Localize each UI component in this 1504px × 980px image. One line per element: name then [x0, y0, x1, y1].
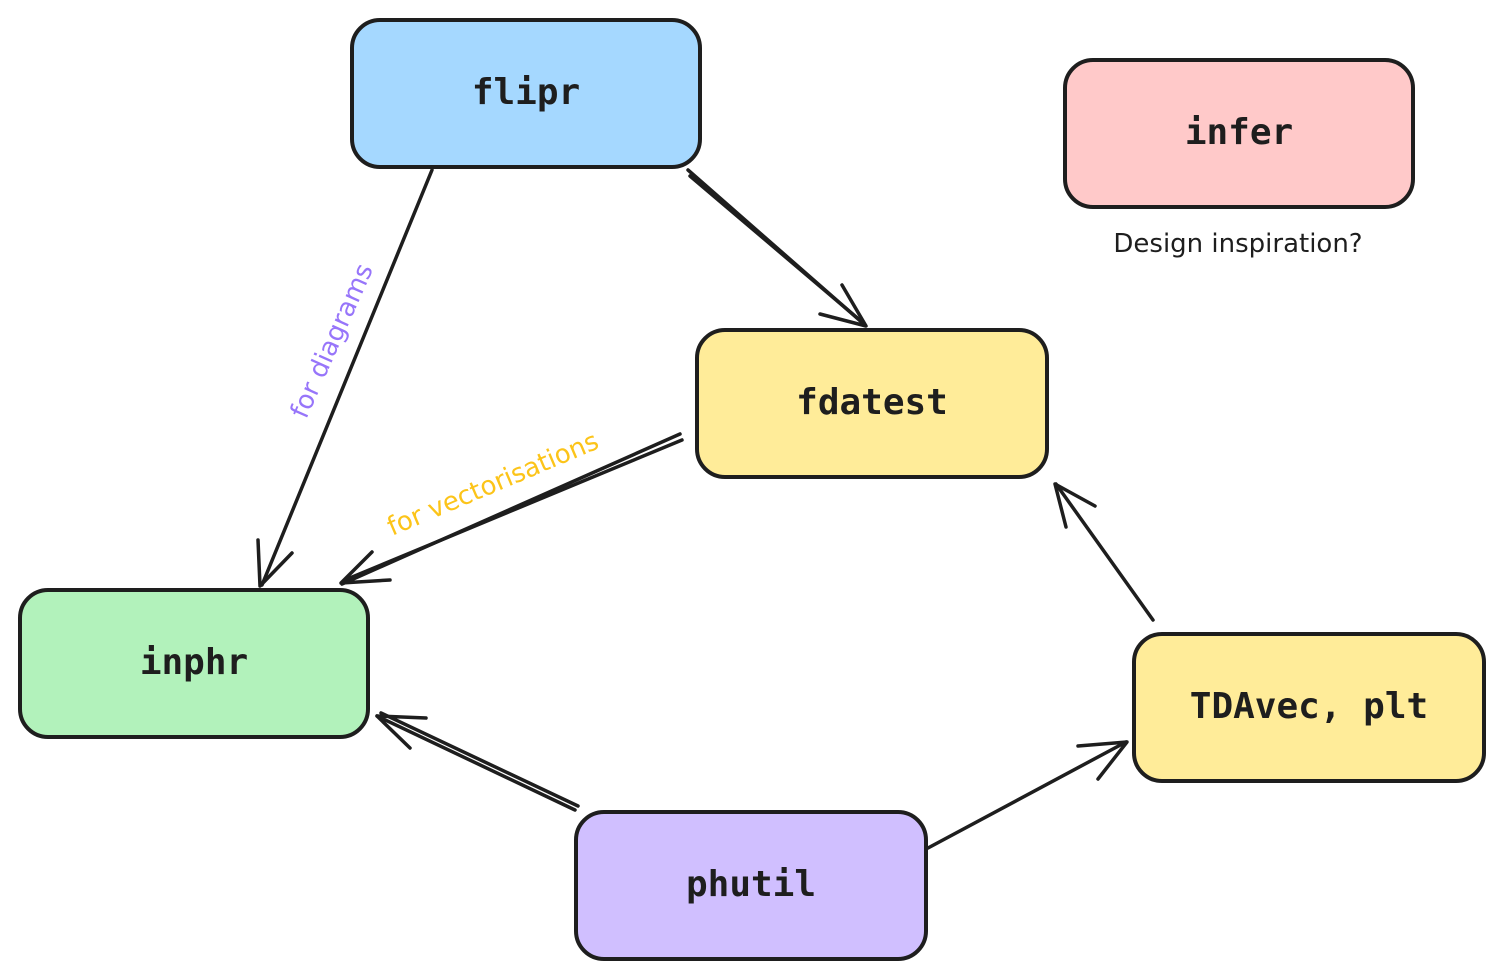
node-fdatest[interactable]: fdatest — [695, 328, 1049, 479]
node-label: fdatest — [796, 382, 948, 423]
edge-tdavec-to-fdatest — [1053, 482, 1155, 622]
node-label: inphr — [140, 642, 248, 683]
node-box — [350, 18, 702, 169]
edge-phutil-to-tdavec — [926, 740, 1129, 850]
node-inphr[interactable]: inphr — [18, 588, 370, 739]
edge-phutil-to-inphr — [375, 711, 580, 812]
node-tdavec-plt[interactable]: TDAvec, plt — [1132, 632, 1486, 783]
edge-fdatest-to-inphr — [339, 432, 684, 586]
node-label: infer — [1185, 112, 1293, 153]
node-label: phutil — [686, 864, 816, 905]
node-infer[interactable]: infer — [1063, 58, 1415, 209]
edge-flipr-to-fdatest — [686, 168, 868, 328]
edge-flipr-to-inphr — [256, 168, 434, 588]
node-label: flipr — [472, 72, 580, 113]
node-box — [1063, 58, 1415, 209]
node-box — [18, 588, 370, 739]
note-design-inspiration: Design inspiration? — [1113, 229, 1362, 259]
node-box — [1132, 632, 1486, 783]
edge-label-for-diagrams: for diagrams — [285, 259, 380, 423]
node-phutil[interactable]: phutil — [574, 810, 928, 961]
node-flipr[interactable]: flipr — [350, 18, 702, 169]
node-label: TDAvec, plt — [1190, 686, 1428, 727]
node-box — [574, 810, 928, 961]
node-box — [695, 328, 1049, 479]
